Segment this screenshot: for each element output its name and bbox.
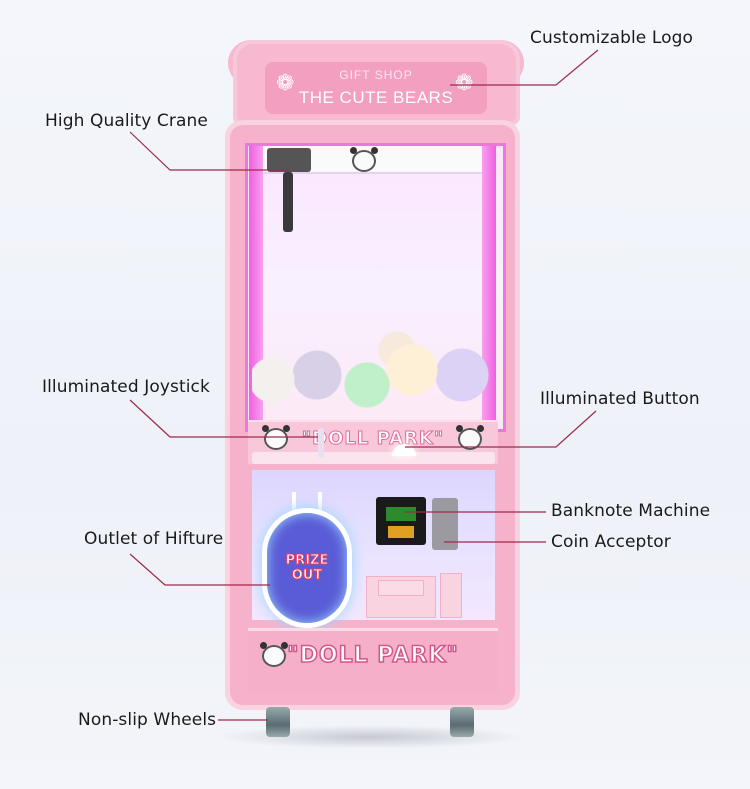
callout-non-slip-wheels: Non-slip Wheels xyxy=(78,710,217,730)
base-panel xyxy=(248,628,498,693)
coin-return xyxy=(440,573,462,618)
callout-coin-acceptor: Coin Acceptor xyxy=(551,532,671,552)
callout-outlet: Outlet of Hifture xyxy=(84,529,224,549)
prize-chute-neck xyxy=(292,492,322,518)
banknote-display xyxy=(386,507,416,521)
paw-icon: ❁ xyxy=(276,70,295,95)
callout-high-quality-crane: High Quality Crane xyxy=(45,111,208,131)
wheel-icon xyxy=(450,707,474,737)
callout-customizable-logo: Customizable Logo xyxy=(530,28,694,48)
joystick[interactable] xyxy=(318,428,324,458)
band-brand-text: "DOLL PARK" xyxy=(301,428,445,450)
wheel-icon xyxy=(266,707,290,737)
prize-out-label: PRIZE OUT xyxy=(285,553,329,584)
coin-acceptor[interactable] xyxy=(432,498,458,550)
control-panel xyxy=(252,452,495,464)
banknote-slot[interactable] xyxy=(388,526,414,538)
panda-icon xyxy=(260,642,288,667)
plush-toys xyxy=(252,330,494,420)
crane-motor xyxy=(267,148,311,172)
logo-title: THE CUTE BEARS xyxy=(298,88,454,107)
callout-illuminated-joystick: Illuminated Joystick xyxy=(42,377,210,397)
callout-illuminated-button: Illuminated Button xyxy=(540,389,700,409)
cash-drawer[interactable] xyxy=(378,580,424,596)
floor-shadow xyxy=(215,725,525,749)
panda-icon xyxy=(350,147,378,172)
crane-claw xyxy=(283,172,293,232)
callout-banknote-machine: Banknote Machine xyxy=(551,501,711,521)
base-brand-text: "DOLL PARK" xyxy=(286,642,459,669)
logo-subtitle: GIFT SHOP xyxy=(339,68,413,82)
